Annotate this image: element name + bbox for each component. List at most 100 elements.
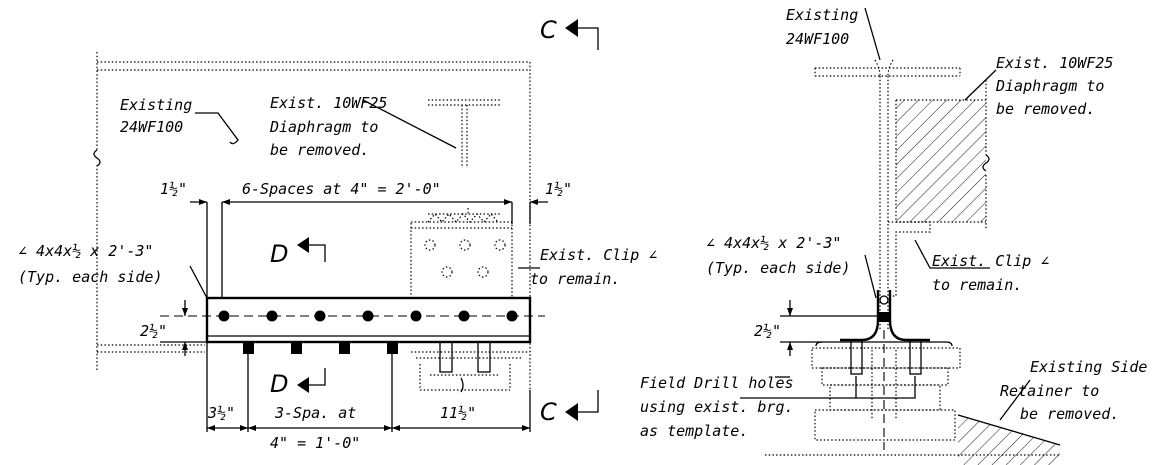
beam-leader (195, 112, 239, 145)
side-retainer-hatch (958, 415, 1060, 465)
vertical-dim-arrows-right (787, 308, 793, 350)
clip-label-right: Exist. Clip ∠ (932, 252, 1049, 270)
web-fillet (874, 59, 894, 77)
drill-label: using exist. brg. (640, 398, 794, 416)
dim-bottom-right: 11½" (440, 404, 476, 422)
diaphragm-hatch (896, 100, 986, 222)
retainer-leader (999, 379, 1031, 421)
clip-label: Exist. Clip ∠ (540, 246, 657, 264)
angle-leader-right (864, 254, 877, 299)
diaphragm-leader (362, 99, 457, 149)
dim-left-edge: 1½" (160, 180, 187, 198)
clip-label-right: to remain. (932, 276, 1022, 294)
retainer-label: be removed. (1020, 405, 1119, 423)
section-d-top (305, 244, 326, 262)
angle-leader (189, 265, 208, 299)
bearing-bolts (243, 342, 398, 354)
beam-web (879, 76, 889, 330)
section-c-label: C (540, 398, 557, 426)
dim-bottom-mid: 4" = 1'-0" (270, 434, 360, 452)
section-c-bottom-arrow (565, 403, 578, 421)
existing-bearing (411, 351, 530, 391)
bolt (410, 310, 422, 322)
section-c-label: C (540, 16, 557, 44)
drill-label: as template. (640, 422, 748, 440)
dim-bottom-left: 3½" (207, 404, 235, 422)
left-elevation-view: Existing 24WF100 Exist. 10WF25 Diaphragm… (18, 16, 657, 452)
anchor-bolt (477, 341, 491, 373)
clip-label: to remain. (530, 270, 620, 288)
clip-angle-outline (410, 221, 513, 299)
bolt (314, 310, 326, 322)
diaphragm-section (428, 99, 500, 168)
vertical-dim-label-right: 2½" (754, 322, 781, 340)
angle-label-right: ∠ 4x4x½ x 2'-3" (706, 234, 841, 252)
bolt (266, 310, 278, 322)
angle-label: ∠ 4x4x½ x 2'-3" (18, 242, 153, 260)
bolt (506, 310, 518, 322)
section-c-bottom (575, 390, 599, 413)
diaphragm-label: Exist. 10WF25 (270, 94, 387, 112)
diaphragm-leader-right (964, 69, 997, 101)
section-d-label: D (270, 240, 288, 268)
bolt (458, 310, 470, 322)
section-d-bottom-arrow (297, 377, 309, 393)
break-symbol-left (93, 149, 101, 167)
vertical-dim-label: 2½" (140, 322, 167, 340)
bolt (218, 310, 230, 322)
bearing-center (871, 350, 897, 420)
break-symbol-right (982, 154, 990, 172)
clip-angle-right (888, 221, 931, 297)
dim-right-edge: 1½" (545, 180, 572, 198)
beam-label-right: Existing (786, 6, 858, 24)
break-mark (460, 377, 464, 393)
clip-hole (441, 266, 453, 278)
new-angle (205, 296, 532, 344)
right-section-view: Existing 24WF100 Exist. 10WF25 Diaphragm… (640, 6, 1147, 465)
dim-arrows (199, 199, 538, 205)
diaphragm-label: Diaphragm to (269, 118, 378, 136)
beam-label: 24WF100 (120, 118, 183, 136)
bolt (362, 310, 374, 322)
clip-top-weld (427, 213, 500, 223)
clip-hole (459, 239, 471, 251)
beam-leader-right (864, 7, 881, 61)
diaphragm-label-right: be removed. (996, 100, 1095, 118)
clip-hole (494, 239, 506, 251)
new-angle-right (888, 290, 930, 342)
diaphragm-label: be removed. (270, 141, 369, 159)
angle-label: (Typ. each side) (18, 268, 163, 286)
clip-hole (477, 266, 489, 278)
section-d-label: D (270, 370, 288, 398)
drill-label: Field Drill holes (640, 374, 794, 392)
drilled-bolt (909, 339, 922, 375)
vertical-dim-right (780, 300, 878, 356)
girder-bottom-flange (97, 344, 205, 353)
anchor-bolt (439, 341, 453, 373)
retainer-label: Retainer to (1000, 382, 1099, 400)
section-c-top-arrow (565, 19, 578, 37)
bolt-section (877, 312, 891, 322)
beam-label-right: 24WF100 (786, 30, 849, 48)
bolt-row (218, 310, 518, 322)
new-angle-left (840, 290, 880, 342)
bearing-stack (811, 347, 961, 441)
extension-lines (206, 202, 531, 298)
clip-leader-right (914, 239, 990, 269)
angle-label-right: (Typ. each side) (706, 259, 851, 277)
dim-bottom-mid: 3-Spa. at (274, 404, 356, 422)
section-d-top-arrow (297, 237, 309, 253)
beam-label: Existing (120, 96, 192, 114)
drill-leader (740, 376, 916, 399)
dim-spaces: 6-Spaces at 4" = 2'-0" (242, 180, 441, 198)
girder-top-flange (97, 61, 530, 71)
diaphragm-label-right: Diaphragm to (995, 77, 1104, 95)
vertical-dim-arrows (182, 308, 188, 350)
diaphragm-label-right: Exist. 10WF25 (996, 54, 1113, 72)
side-retainer-edge (957, 414, 1061, 446)
clip-hole (424, 239, 436, 251)
retainer-label: Existing Side (1030, 358, 1147, 376)
section-c-top (575, 27, 599, 50)
bottom-extension-lines (206, 342, 531, 432)
